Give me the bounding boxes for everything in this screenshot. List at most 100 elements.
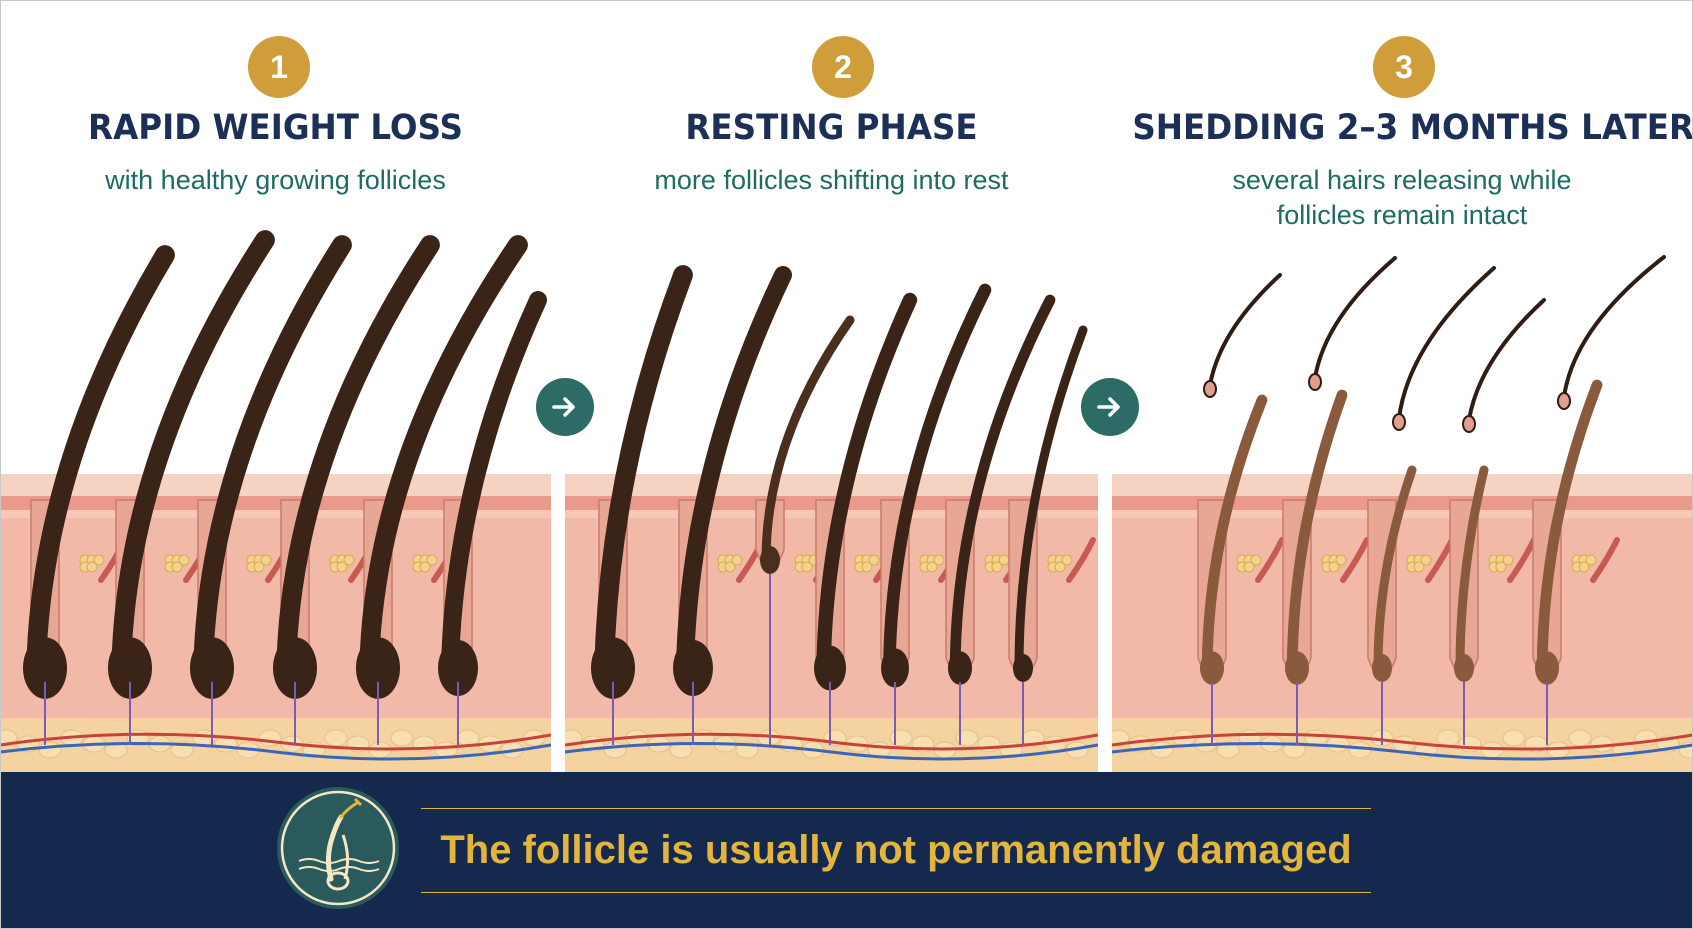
arrector-muscle (1255, 537, 1285, 583)
sebaceous-gland (260, 554, 272, 566)
epidermis-layer (0, 474, 551, 496)
sebaceous-gland (86, 561, 98, 573)
club-root (1203, 380, 1217, 398)
follicle-logo (277, 787, 399, 909)
skin-cross-section-2 (565, 265, 1098, 772)
step-subtitle: with healthy growing follicles (105, 165, 446, 195)
fat-cell (1282, 741, 1306, 759)
fat-cell (1458, 735, 1482, 753)
next-step-arrow (536, 378, 594, 436)
hair-shaft (111, 230, 275, 678)
hair-follicle-icon (280, 790, 396, 906)
hair-shaft (816, 292, 918, 676)
hair-shaft (193, 235, 352, 678)
sebaceous-gland (426, 554, 438, 566)
fat-cell (889, 729, 913, 747)
shed-hair (1467, 298, 1546, 422)
club-root (1462, 415, 1476, 433)
hair-shaft (1014, 325, 1088, 673)
epidermis-layer (565, 474, 1098, 496)
sebaceous-gland (1578, 561, 1590, 573)
step-panel-2: 2 RESTING PHASE more follicles shifting … (565, 0, 1098, 772)
vein (1112, 742, 1693, 761)
hair-shaft (594, 265, 693, 678)
sebaceous-gland (1495, 561, 1507, 573)
hair-shaft (1536, 379, 1603, 674)
footer-divider-top (421, 808, 1371, 809)
sebaceous-gland (93, 554, 105, 566)
hair-shaft (761, 315, 855, 565)
step-number-badge: 1 (248, 36, 310, 98)
fat-cell (1436, 729, 1460, 747)
step-number-badge: 2 (812, 36, 874, 98)
step-subtitle: several hairs releasing while follicles … (1232, 165, 1572, 230)
hair-shaft (1201, 394, 1268, 674)
sebaceous-gland (336, 561, 348, 573)
fat-cell (1502, 729, 1526, 747)
step-subtitle: more follicles shifting into rest (654, 165, 1009, 195)
arrector-muscle (1340, 537, 1370, 583)
fat-cell (38, 741, 62, 759)
vein (565, 742, 1098, 761)
artery (0, 732, 551, 751)
fat-cell (1216, 741, 1240, 759)
fat-cell (104, 741, 128, 759)
fat-cell (390, 729, 414, 747)
club-root (1392, 413, 1406, 431)
fat-cell (324, 729, 348, 747)
fat-cell (1348, 741, 1372, 759)
fat-cell (1150, 741, 1174, 759)
step-title: SHEDDING 2–3 MONTHS LATER (1132, 108, 1693, 148)
hair-shaft (441, 291, 547, 677)
fat-cell (1568, 729, 1592, 747)
arrow-right-icon (1097, 397, 1120, 417)
sebaceous-gland (868, 554, 880, 566)
skin-cross-section-1 (0, 230, 551, 772)
club-root (1557, 392, 1571, 410)
fat-cell (1326, 735, 1350, 753)
fat-cell (603, 741, 627, 759)
step-number: 2 (834, 48, 852, 85)
arrow-right-icon (552, 397, 575, 417)
sebaceous-gland (801, 561, 813, 573)
sebaceous-gland (731, 554, 743, 566)
shed-hair (1313, 256, 1397, 380)
shed-hair (1562, 255, 1666, 399)
sebaceous-gland (171, 561, 183, 573)
sebaceous-gland (419, 561, 431, 573)
club-root (1308, 373, 1322, 391)
arrector-muscle (1066, 537, 1096, 583)
sebaceous-gland (1054, 561, 1066, 573)
hair-shaft (883, 283, 992, 675)
step-panel-3: 3 SHEDDING 2–3 MONTHS LATER several hair… (1112, 0, 1693, 772)
step-number-badge: 3 (1373, 36, 1435, 98)
hair-shaft (1455, 465, 1489, 673)
hair-shaft (1286, 389, 1348, 674)
sebaceous-gland (861, 561, 873, 573)
sebaceous-gland (1413, 561, 1425, 573)
hair-shaft (26, 245, 175, 678)
footer-divider-bottom (421, 892, 1371, 893)
hair-shaft (276, 235, 440, 678)
sebaceous-gland (1250, 554, 1262, 566)
sebaceous-gland (933, 554, 945, 566)
hair-shaft (1373, 465, 1417, 673)
sebaceous-gland (1328, 561, 1340, 573)
step-number: 1 (270, 48, 288, 85)
arrector-muscle (1590, 537, 1620, 583)
skin-cross-section-3 (1112, 255, 1693, 772)
next-step-arrow (1081, 378, 1139, 436)
hair-shaft (949, 294, 1056, 674)
sebaceous-gland (253, 561, 265, 573)
sebaceous-gland (1502, 554, 1514, 566)
sebaceous-gland (724, 561, 736, 573)
sebaceous-gland (1585, 554, 1597, 566)
sebaceous-gland (1335, 554, 1347, 566)
artery (565, 732, 1098, 751)
hair-shaft (676, 266, 792, 677)
shed-hair (1397, 266, 1496, 420)
hair-shaft (359, 235, 528, 678)
step-title: RAPID WEIGHT LOSS (88, 108, 463, 148)
sebaceous-gland (343, 554, 355, 566)
